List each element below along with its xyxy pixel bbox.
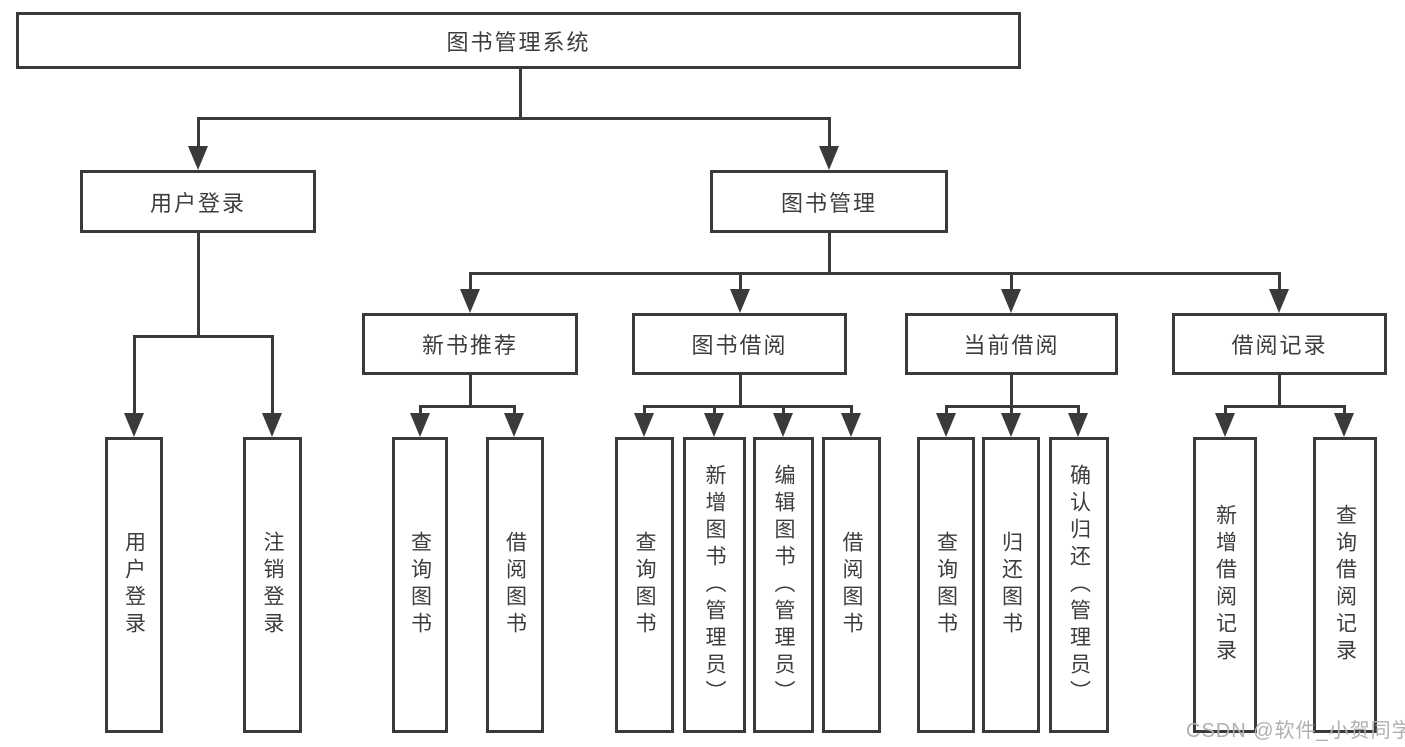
leaf-query-books-3-label: 查询图书 [934,531,958,639]
leaf-borrow-books-1: 借阅图书 [486,437,544,733]
connector-line [271,335,274,417]
leaf-query-books-1-label: 查询图书 [408,531,432,639]
leaf-borrow-books-2: 借阅图书 [822,437,881,733]
arrow-down-icon [1334,413,1354,437]
connector-line [828,233,831,275]
arrow-down-icon [634,413,654,437]
connector-line [469,272,1280,275]
connector-line [1278,375,1281,407]
connector-line [1224,405,1345,408]
node-user-login-label: 用户登录 [149,190,246,216]
leaf-user-login-label: 用户登录 [122,531,146,639]
node-root-label: 图书管理系统 [446,29,591,55]
connector-line [739,375,742,407]
connector-line [945,405,948,417]
leaf-add-borrow-record-label: 新增借阅记录 [1213,504,1237,666]
arrow-down-icon [262,413,282,437]
connector-line [469,375,472,407]
node-root: 图书管理系统 [16,12,1021,69]
connector-line [1010,375,1013,407]
arrow-down-icon [704,413,724,437]
leaf-query-books-3: 查询图书 [917,437,975,733]
csdn-watermark: CSDN @软件_小贺同学 [1186,720,1405,742]
arrow-down-icon [1001,413,1021,437]
leaf-add-books-admin: 新增图书（管理员） [683,437,746,733]
arrow-down-icon [1215,413,1235,437]
leaf-query-books-2-label: 查询图书 [633,531,656,639]
node-new-book-rec-label: 新书推荐 [421,333,518,358]
leaf-query-books-1: 查询图书 [392,437,448,733]
connector-line [133,335,274,338]
connector-line [739,272,742,293]
connector-line [197,233,200,337]
leaf-logout-label: 注销登录 [261,531,284,639]
arrow-down-icon [1068,413,1088,437]
leaf-add-borrow-record: 新增借阅记录 [1193,437,1257,733]
leaf-return-books-label: 归还图书 [999,531,1023,639]
leaf-add-books-admin-label: 新增图书（管理员） [703,463,726,707]
connector-line [713,405,716,417]
connector-line [419,405,515,408]
arrow-down-icon [730,289,750,313]
leaf-confirm-return-admin-label: 确认归还（管理员） [1067,463,1091,707]
connector-line [519,69,522,120]
connector-line [419,405,422,417]
arrow-down-icon [773,413,793,437]
connector-line [828,117,831,149]
leaf-confirm-return-admin: 确认归还（管理员） [1049,437,1109,733]
arrow-down-icon [841,413,861,437]
connector-line [1010,405,1013,417]
connector-line [513,405,516,417]
connector-line [133,335,136,417]
arrow-down-icon [124,413,144,437]
connector-line [850,405,853,417]
arrow-down-icon [410,413,430,437]
arrow-down-icon [1269,289,1289,313]
leaf-user-login: 用户登录 [105,437,163,733]
node-borrow-records-label: 借阅记录 [1231,333,1328,358]
leaf-edit-books-admin: 编辑图书（管理员） [753,437,814,733]
leaf-edit-books-admin-label: 编辑图书（管理员） [772,463,795,707]
node-book-borrow-label: 图书借阅 [691,333,788,358]
arrow-down-icon [460,289,480,313]
connector-line [643,405,852,408]
node-current-borrow-label: 当前借阅 [963,333,1060,358]
arrow-down-icon [819,146,839,170]
connector-line [197,117,200,149]
arrow-down-icon [188,146,208,170]
connector-line [197,117,831,120]
node-user-login: 用户登录 [80,170,316,233]
connector-line [469,272,472,293]
node-current-borrow: 当前借阅 [905,313,1118,375]
connector-line [1010,272,1013,293]
node-book-mgmt: 图书管理 [710,170,948,233]
connector-line [1224,405,1227,417]
leaf-query-borrow-record-label: 查询借阅记录 [1333,504,1357,666]
connector-line [782,405,785,417]
leaf-query-books-2: 查询图书 [615,437,674,733]
leaf-borrow-books-1-label: 借阅图书 [503,531,527,639]
node-book-borrow: 图书借阅 [632,313,847,375]
leaf-query-borrow-record: 查询借阅记录 [1313,437,1377,733]
node-book-mgmt-label: 图书管理 [780,190,877,216]
leaf-logout: 注销登录 [243,437,302,733]
arrow-down-icon [1001,289,1021,313]
node-new-book-rec: 新书推荐 [362,313,578,375]
leaf-borrow-books-2-label: 借阅图书 [840,531,863,639]
leaf-return-books: 归还图书 [982,437,1040,733]
arrow-down-icon [936,413,956,437]
connector-line [643,405,646,417]
connector-line [1278,272,1281,293]
arrow-down-icon [504,413,524,437]
connector-line [1077,405,1080,417]
connector-line [1343,405,1346,417]
node-borrow-records: 借阅记录 [1172,313,1387,375]
